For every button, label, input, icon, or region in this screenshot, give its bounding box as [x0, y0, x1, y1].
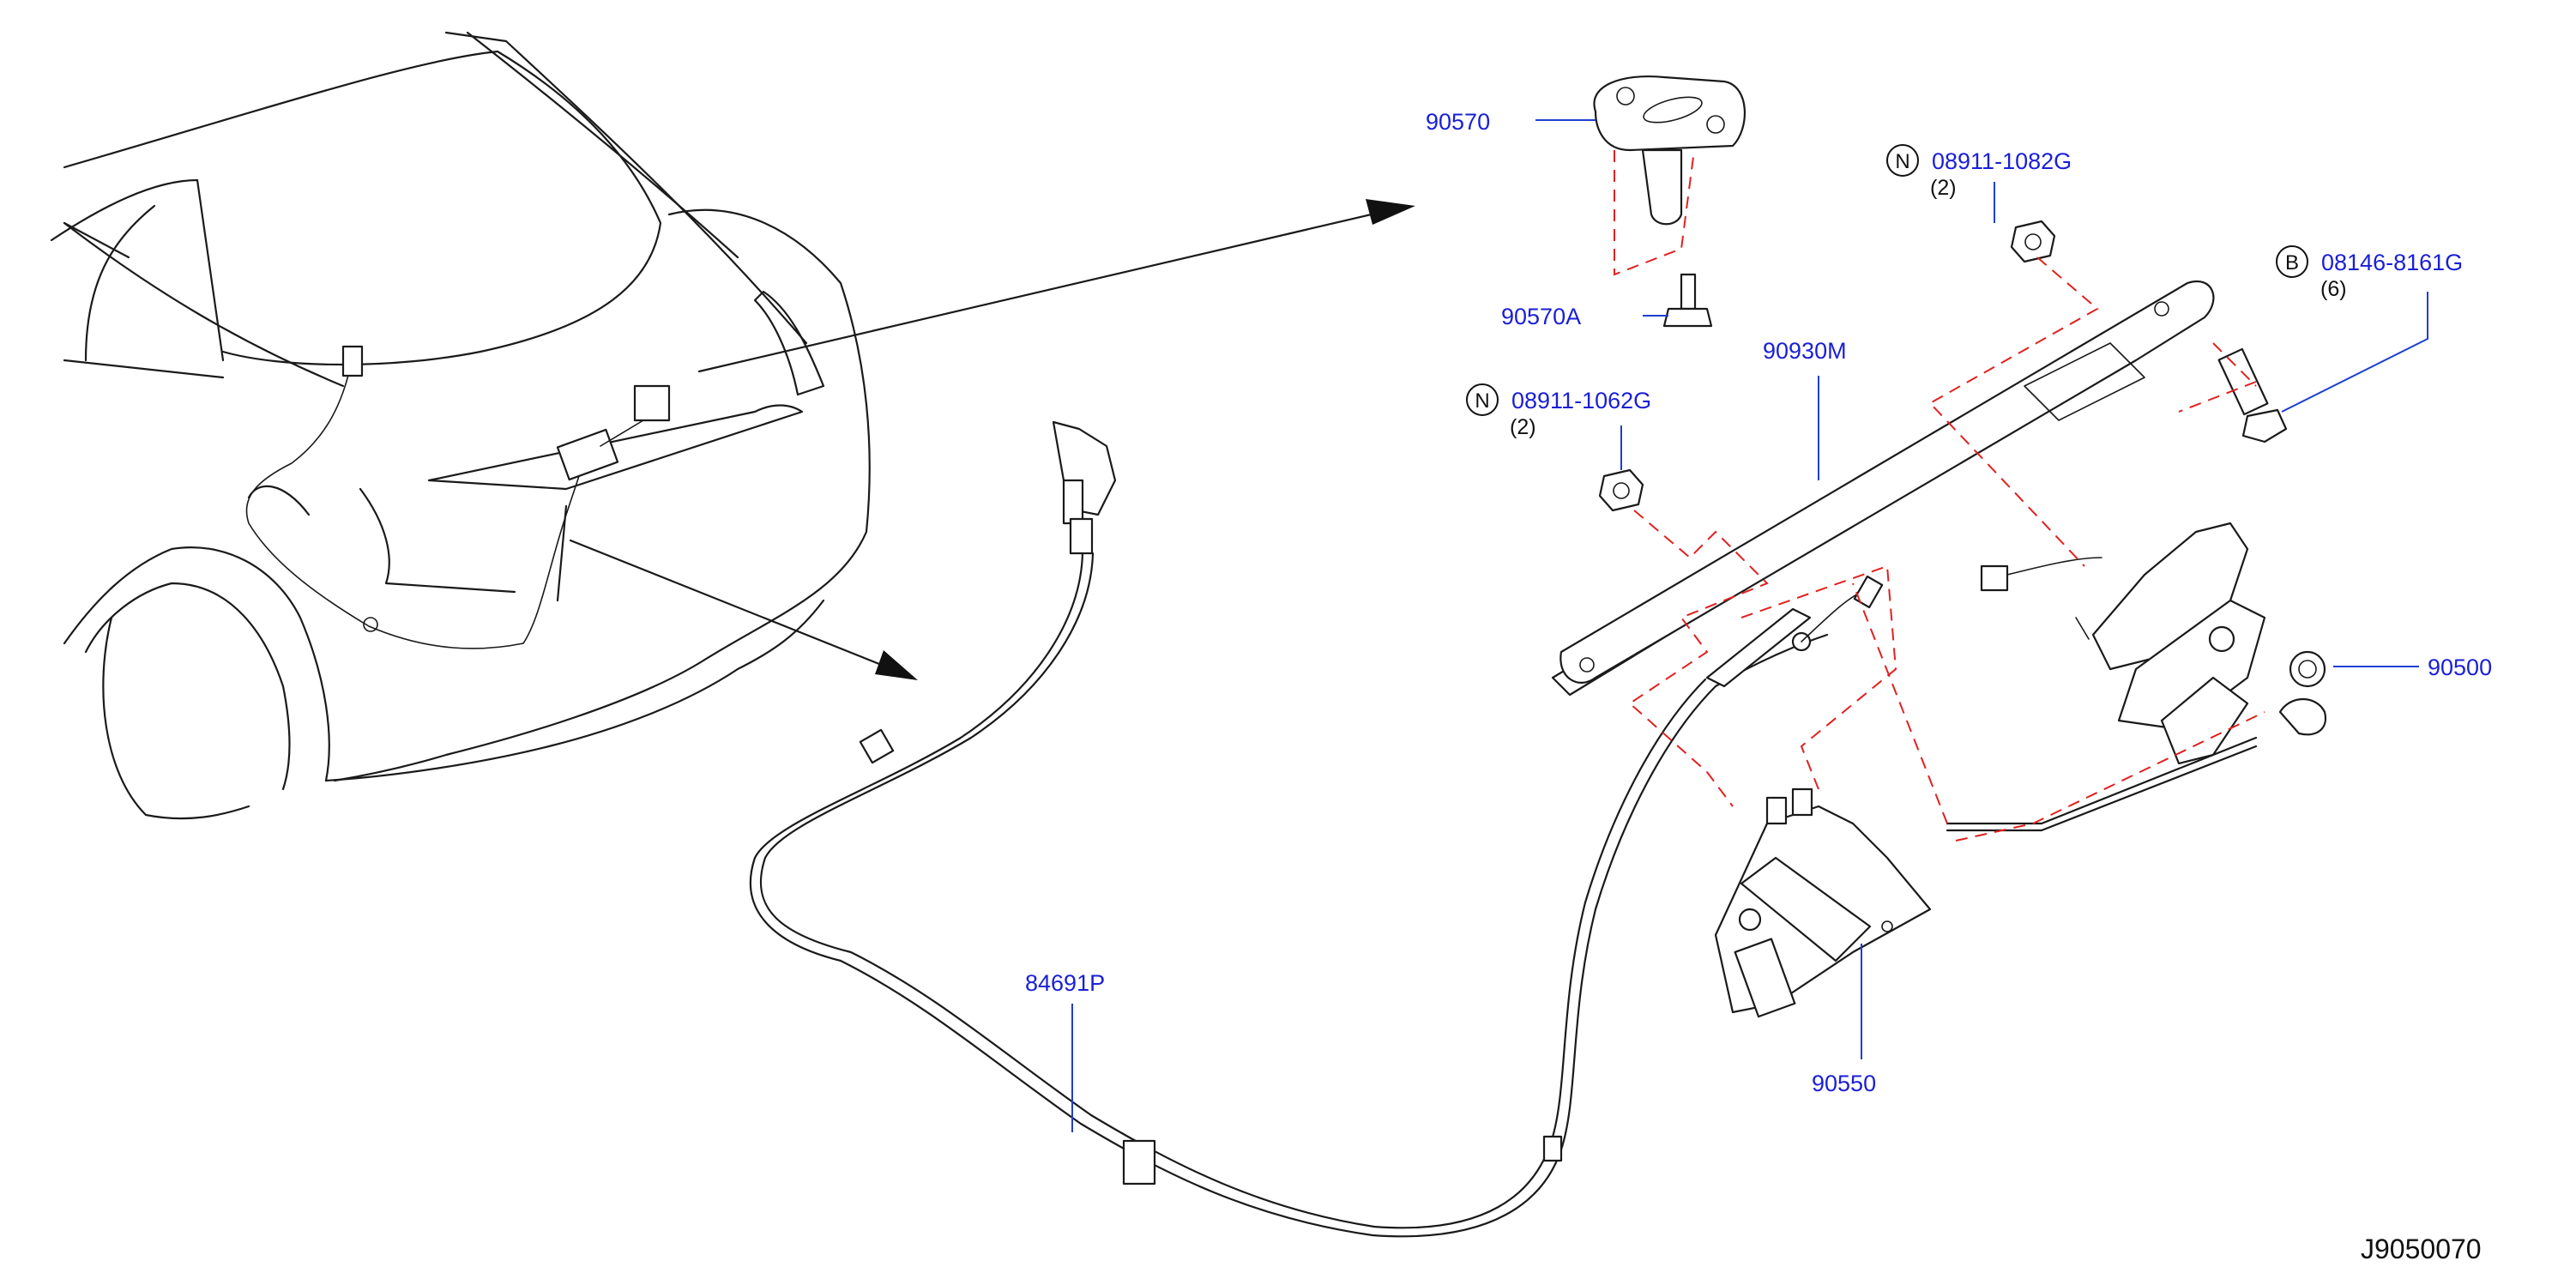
callout-prefix: N: [1475, 389, 1489, 413]
car-rear-illustration: [50, 31, 871, 820]
callout-part-no: 08911-1082G: [1932, 148, 2072, 174]
callout-prefix: B: [2285, 251, 2299, 275]
bracket-90930M-illustration: [1551, 281, 2215, 697]
callout-08911-1082G: N 08911-1082G (2): [1886, 144, 2072, 200]
callout-90570: 90570: [1426, 109, 1490, 135]
callout-90930M: 90930M: [1763, 338, 1847, 364]
leader-lines: [1071, 119, 2428, 1132]
callout-08911-1062G: N 08911-1062G (2): [1466, 383, 1651, 439]
callout-part-no: 08146-8161G: [2321, 250, 2463, 275]
callout-84691P: 84691P: [1025, 970, 1105, 996]
latch-90500-illustration: [1946, 522, 2327, 832]
striker-90570-illustration: [1593, 75, 1746, 276]
callout-qty: (2): [1510, 415, 1536, 439]
bolt-90570A-illustration: [1662, 273, 1713, 328]
callout-part-no: 08911-1062G: [1511, 388, 1651, 413]
callout-qty: (6): [2320, 277, 2347, 301]
alignment-dashed-lines: [1628, 256, 2265, 842]
callout-prefix: N: [1895, 150, 1909, 173]
nut-08911-1062G-illustration: [1598, 468, 1644, 512]
nut-08911-1082G-illustration: [2010, 220, 2056, 263]
bolt-08146-8161G-illustration: [2217, 347, 2288, 443]
actuator-90550-illustration: [1714, 787, 1932, 1018]
callout-08146-8161G: B 08146-8161G (6): [2276, 245, 2463, 301]
drawing-number: J9050070: [2361, 1234, 2482, 1264]
callout-90550: 90550: [1812, 1071, 1876, 1096]
pointer-arrows: [569, 199, 1415, 680]
callout-qty: (2): [1930, 176, 1957, 200]
callout-90500: 90500: [2428, 655, 2492, 680]
cable-84691P-illustration: [749, 420, 1884, 1238]
callout-90570A: 90570A: [1501, 304, 1581, 329]
